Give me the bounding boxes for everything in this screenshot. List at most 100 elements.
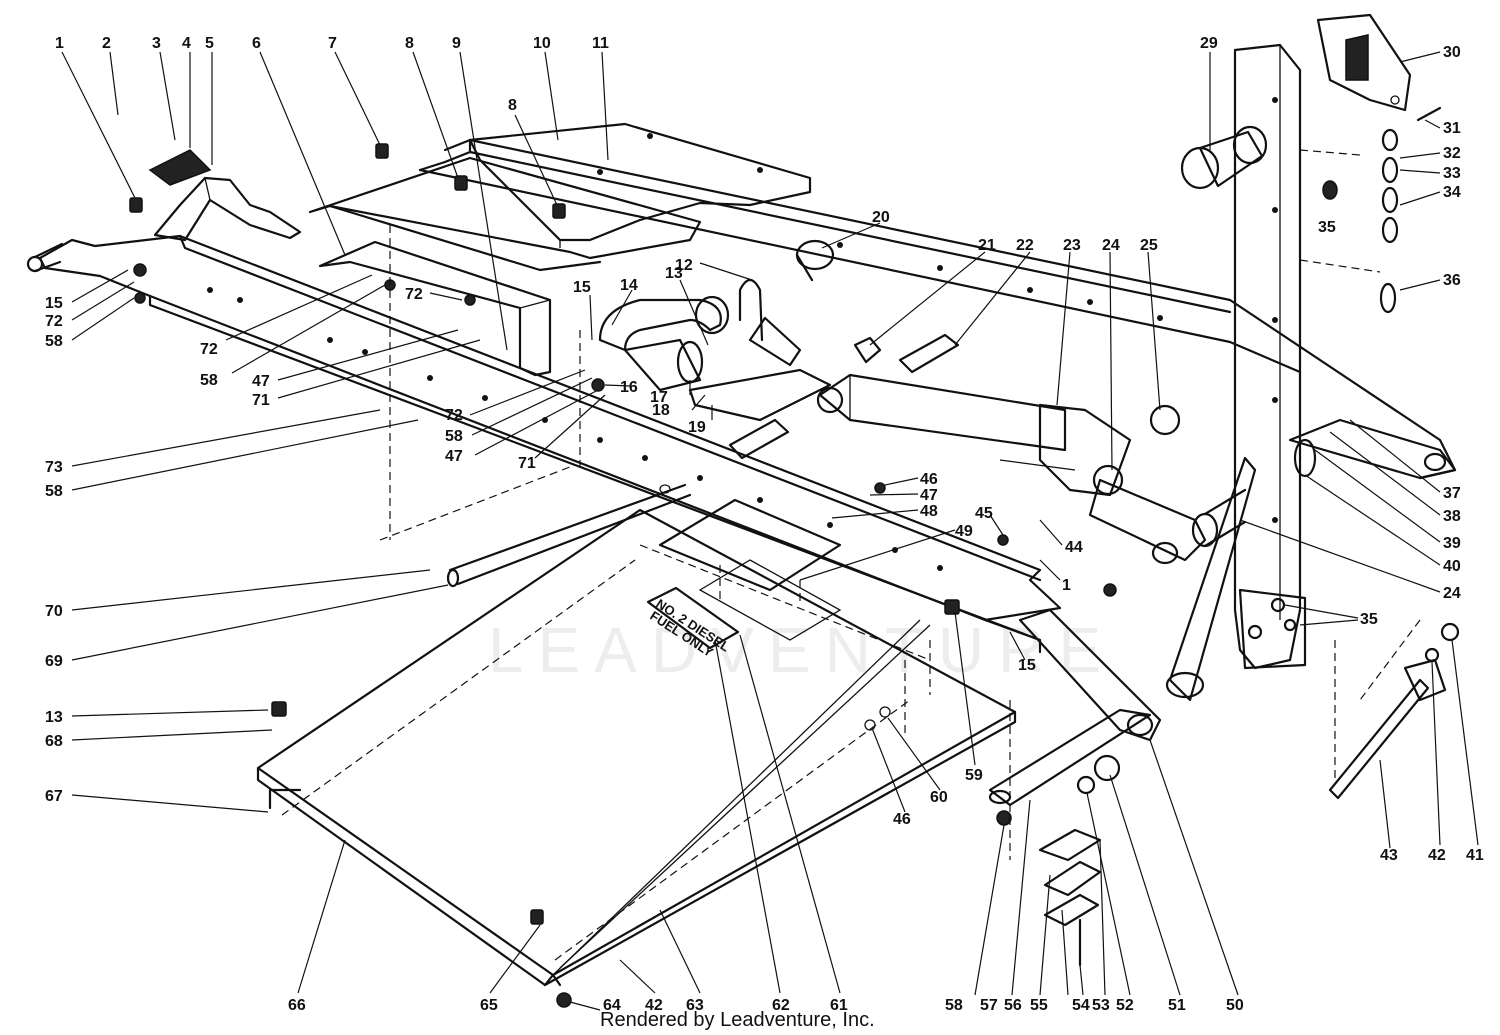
battery-cover: [318, 240, 552, 377]
callout-72b: 72: [200, 341, 218, 358]
callout-13b: 13: [45, 709, 63, 726]
callout-68: 68: [45, 733, 63, 750]
parts-artwork: NO. 2 DIESEL FUEL ONLY: [26, 13, 1460, 1008]
main-frame-rail: [26, 234, 1062, 654]
callout-47a: 47: [252, 373, 270, 390]
callout-31: 31: [1443, 120, 1461, 137]
callout-21: 21: [978, 237, 996, 254]
callout-45: 45: [975, 505, 993, 522]
callout-47b: 47: [445, 448, 463, 465]
leader-lines: [61, 51, 1479, 1011]
callout-72a: 72: [45, 313, 63, 330]
cylinder-fittings: [728, 333, 960, 460]
callout-53: 53: [1092, 997, 1110, 1014]
callout-8a: 8: [405, 35, 414, 52]
exhaust-pipe: [598, 239, 835, 422]
callout-3: 3: [152, 35, 161, 52]
mast-top-bracket: [1316, 13, 1412, 112]
top-plate: [468, 122, 812, 248]
callout-12: 12: [675, 257, 693, 274]
pivot-pin: [1328, 622, 1460, 800]
callout-8b: 8: [508, 97, 517, 114]
callout-1: 1: [55, 35, 64, 52]
callout-24b: 24: [1443, 585, 1461, 602]
callout-37: 37: [1443, 485, 1461, 502]
callout-30: 30: [1443, 44, 1461, 61]
callout-13a: 13: [665, 265, 683, 282]
pivot-rod: [446, 483, 692, 588]
fuel-access-plate: [658, 498, 842, 641]
side-arm: [1288, 418, 1457, 480]
callout-39: 39: [1443, 535, 1461, 552]
callout-11: 11: [592, 35, 609, 52]
frame-holes: [207, 97, 1278, 571]
callout-69: 69: [45, 653, 63, 670]
fuel-tank-pan: [256, 508, 1017, 987]
callout-50: 50: [1226, 997, 1244, 1014]
callout-55: 55: [1030, 997, 1048, 1014]
callout-6: 6: [252, 35, 261, 52]
callout-67: 67: [45, 788, 63, 805]
callout-10: 10: [533, 35, 551, 52]
callout-52: 52: [1116, 997, 1134, 1014]
callout-43: 43: [1380, 847, 1398, 864]
callout-15b: 15: [45, 295, 63, 312]
callout-33: 33: [1443, 165, 1461, 182]
callout-65: 65: [480, 997, 498, 1014]
callout-58b: 58: [200, 372, 218, 389]
callout-46b: 46: [893, 811, 911, 828]
callout-15a: 15: [573, 279, 591, 296]
callout-61: 61: [830, 997, 848, 1014]
callout-4: 4: [182, 35, 191, 52]
callout-71a: 71: [252, 392, 270, 409]
callout-63: 63: [686, 997, 704, 1014]
front-bracket: [153, 176, 302, 242]
callout-25: 25: [1140, 237, 1158, 254]
callout-20: 20: [872, 209, 890, 226]
callout-48: 48: [920, 503, 938, 520]
callout-24a: 24: [1102, 237, 1120, 254]
callout-19: 19: [688, 419, 706, 436]
callout-7: 7: [328, 35, 337, 52]
callout-44: 44: [1065, 539, 1083, 556]
render-credit: Rendered by Leadventure, Inc.: [600, 1009, 875, 1031]
callout-70: 70: [45, 603, 63, 620]
callout-41: 41: [1466, 847, 1484, 864]
callout-57: 57: [980, 997, 998, 1014]
callout-5: 5: [205, 35, 214, 52]
callout-2: 2: [102, 35, 111, 52]
callout-1b: 1: [1062, 577, 1071, 594]
callout-35a: 35: [1318, 219, 1336, 236]
callout-58c: 58: [45, 483, 63, 500]
lift-arm: [1018, 478, 1207, 742]
callout-38: 38: [1443, 508, 1461, 525]
assembly-lines: [379, 149, 1421, 860]
callout-49: 49: [955, 523, 973, 540]
callout-35b: 35: [1360, 611, 1378, 628]
callout-58a: 58: [45, 333, 63, 350]
callout-46a: 46: [920, 471, 938, 488]
callout-73: 73: [45, 459, 63, 476]
callout-42a: 42: [1428, 847, 1446, 864]
chain-assembly: [1322, 106, 1442, 314]
left-top-plate: [308, 156, 702, 272]
watermark: LEADVENTURE: [488, 614, 1115, 686]
callout-66: 66: [288, 997, 306, 1014]
callout-29: 29: [1200, 35, 1218, 52]
mast-stub: [1180, 125, 1268, 190]
callout-15c: 15: [1018, 657, 1036, 674]
callout-40: 40: [1443, 558, 1461, 575]
callout-16: 16: [620, 379, 638, 396]
callout-71b: 71: [518, 455, 536, 472]
mast-brace: [1165, 456, 1257, 702]
callout-64: 64: [603, 997, 621, 1014]
callout-36: 36: [1443, 272, 1461, 289]
callout-60: 60: [930, 789, 948, 806]
vertical-mast: [1233, 43, 1307, 670]
callout-54: 54: [1072, 997, 1090, 1014]
callout-labels: 1 2 3 4 5 6 7 8 9 10 11 8 12 13 14 15 16…: [45, 35, 1484, 1014]
callout-56: 56: [1004, 997, 1022, 1014]
callout-32: 32: [1443, 145, 1461, 162]
callout-72c: 72: [405, 286, 423, 303]
